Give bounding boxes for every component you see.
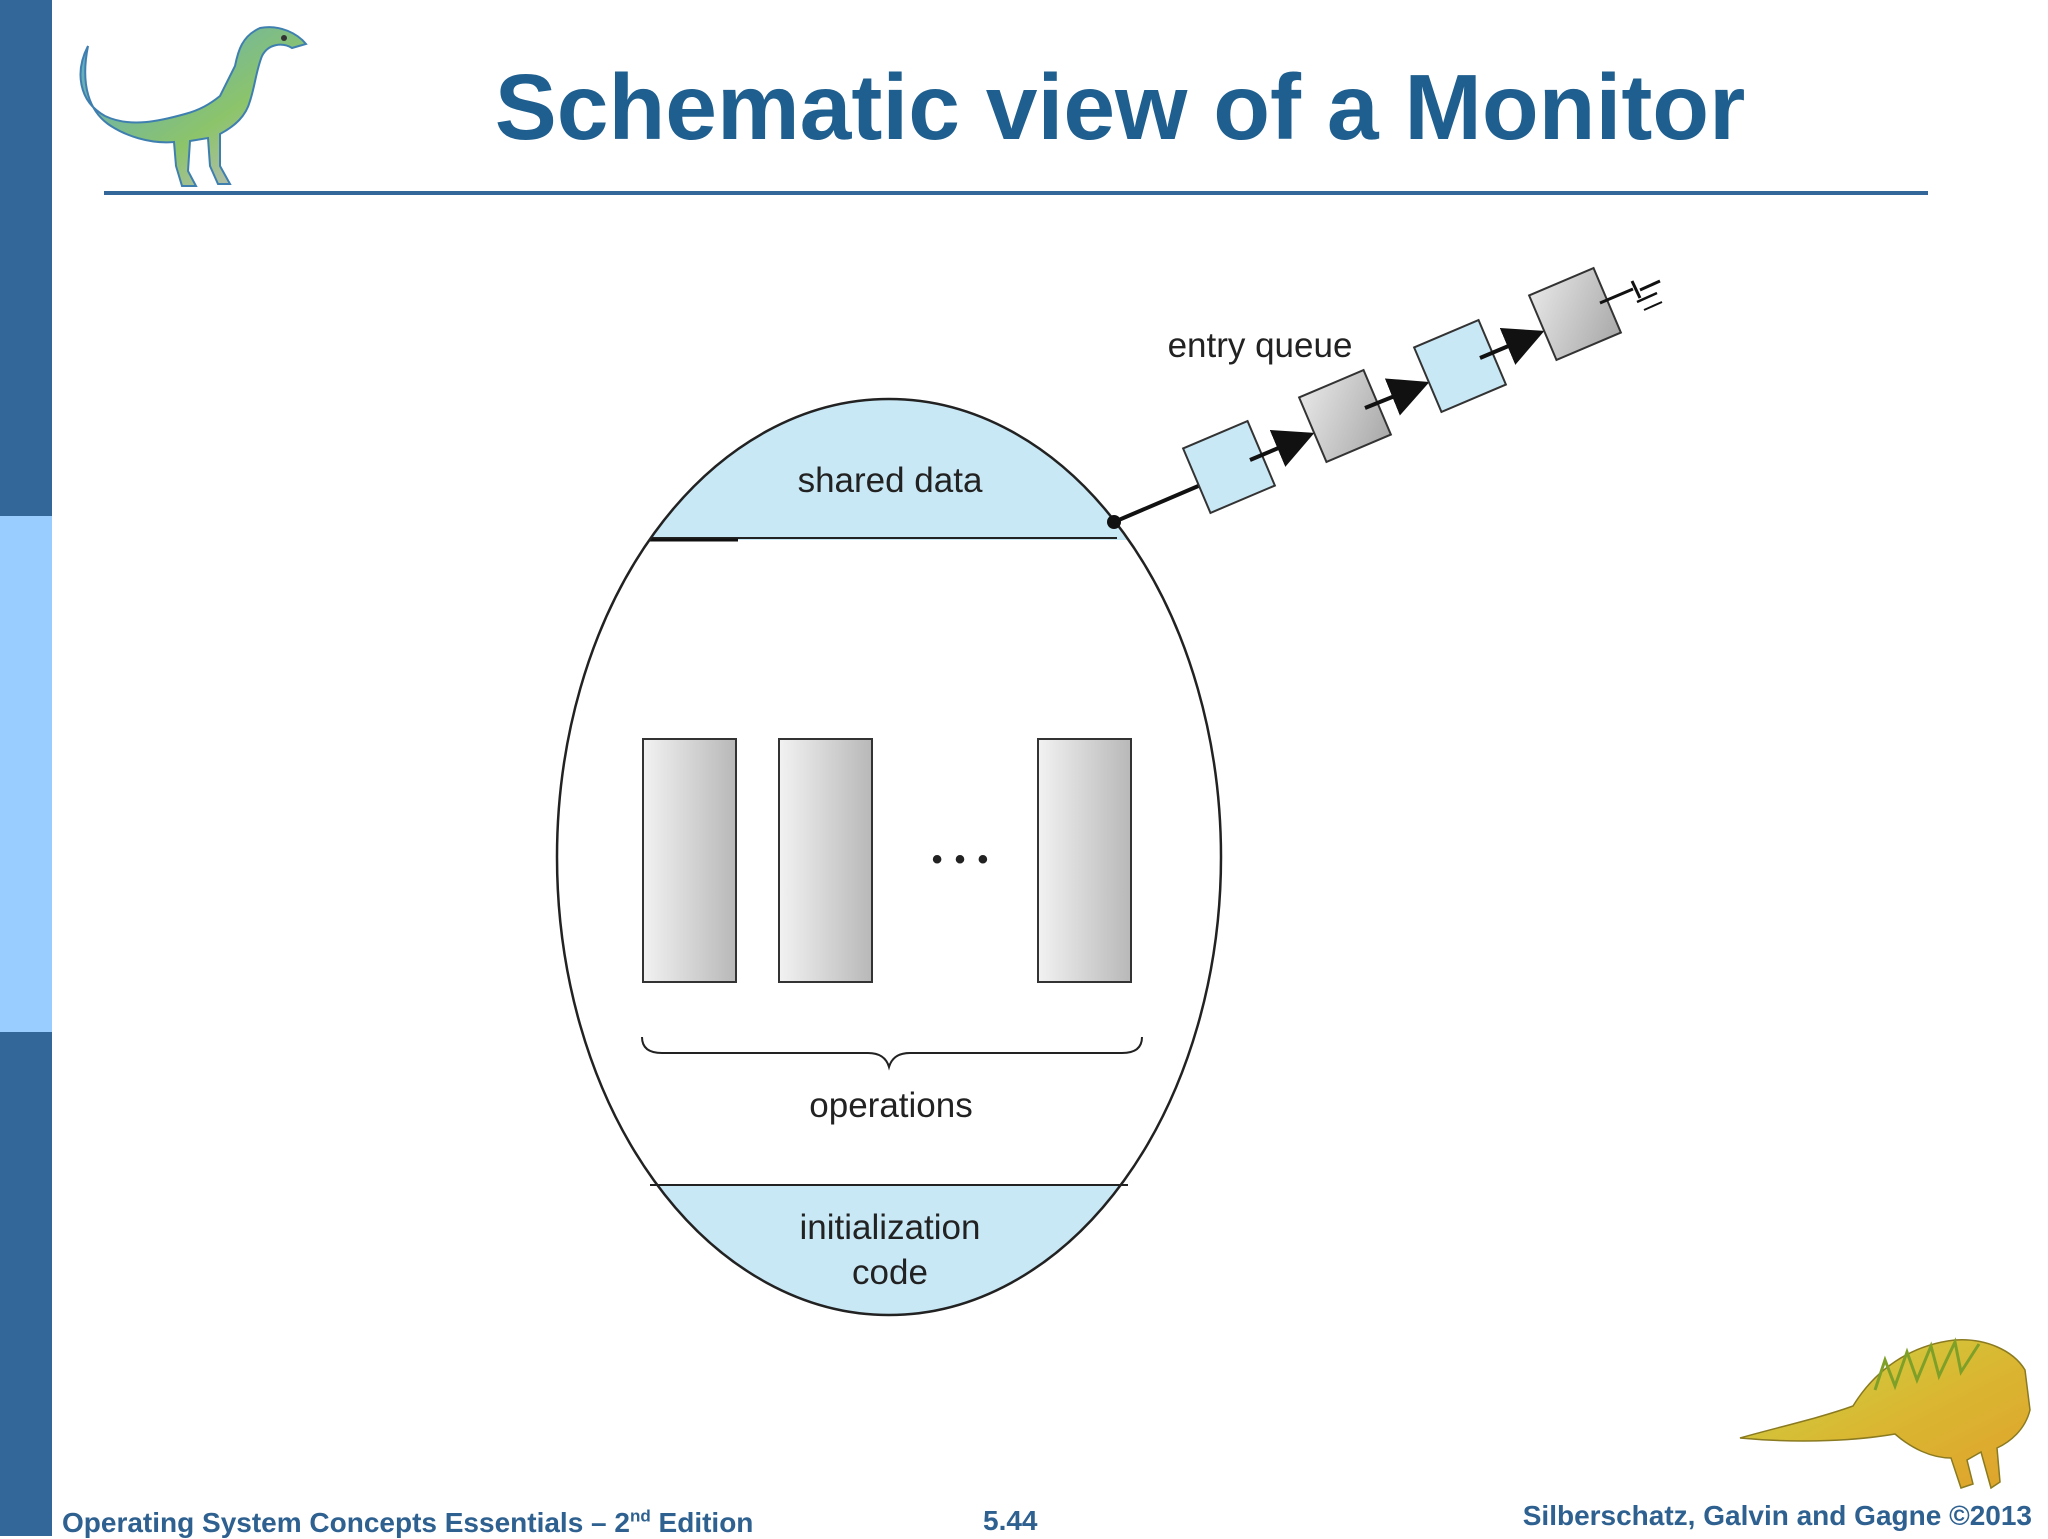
operation-box <box>778 738 873 983</box>
footer-page-number: 5.44 <box>983 1505 1038 1536</box>
side-bar-top <box>0 0 52 516</box>
operations-ellipsis: • • • <box>932 843 990 876</box>
queue-node <box>1527 266 1623 362</box>
queue-node <box>1181 419 1277 515</box>
entry-queue-label: entry queue <box>1168 326 1353 365</box>
dinosaur-logo-icon <box>79 26 308 187</box>
monitor-outline <box>555 397 1223 1317</box>
footer-book-title: Operating System Concepts Essentials – 2… <box>62 1506 754 1538</box>
shared-data-region <box>557 399 1221 540</box>
null-terminator-icon <box>1599 279 1663 311</box>
operation-box <box>642 738 737 983</box>
operation-box <box>1037 738 1132 983</box>
initialization-label: initialization <box>800 1208 981 1247</box>
side-bar-bottom <box>0 1032 52 1536</box>
title-underline <box>104 191 1928 195</box>
queue-node <box>1412 318 1508 414</box>
queue-node <box>1297 368 1393 464</box>
shared-data-label: shared data <box>798 461 983 500</box>
slide-title: Schematic view of a Monitor <box>494 55 1746 159</box>
operations-brace <box>641 1036 1143 1071</box>
side-bar-middle <box>0 516 52 1032</box>
code-label: code <box>852 1253 928 1292</box>
footer-copyright: Silberschatz, Galvin and Gagne ©2013 <box>1522 1500 2032 1531</box>
dinosaur-bottom-icon <box>1739 1337 2031 1490</box>
operations-label: operations <box>809 1086 972 1125</box>
